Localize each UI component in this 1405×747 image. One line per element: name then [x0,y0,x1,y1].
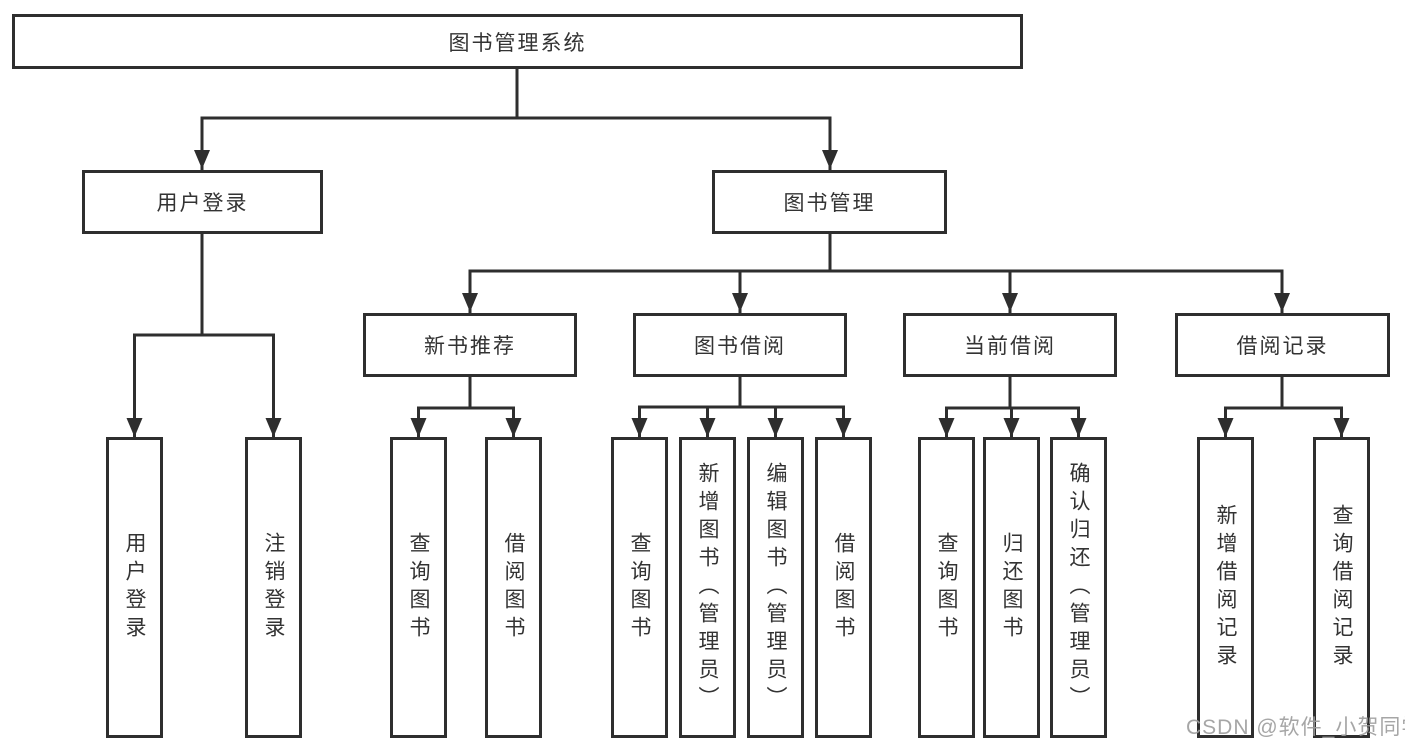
leaf-borrow-books-borrowing-label: 借阅图书 [832,531,855,644]
leaf-query-books-current-label: 查询图书 [935,531,958,644]
node-borrowing-records-label: 借阅记录 [1236,335,1329,358]
leaf-query-borrow-record: 查询借阅记录 [1313,437,1370,738]
leaf-add-borrow-record: 新增借阅记录 [1197,437,1254,738]
leaf-user-login: 用户登录 [106,437,163,738]
node-book-borrowing: 图书借阅 [633,313,847,377]
leaf-query-borrow-record-label: 查询借阅记录 [1330,503,1353,672]
node-user-login: 用户登录 [82,170,323,234]
node-user-login-label: 用户登录 [156,192,249,215]
leaf-borrow-books-recommend-label: 借阅图书 [502,531,525,644]
leaf-logout-label: 注销登录 [262,531,285,644]
leaf-borrow-books-borrowing: 借阅图书 [815,437,872,738]
leaf-user-login-label: 用户登录 [123,531,146,644]
node-new-book-recommendation: 新书推荐 [363,313,577,377]
leaf-logout: 注销登录 [245,437,302,738]
leaf-add-books-admin: 新增图书（管理员） [679,437,736,738]
leaf-confirm-return-admin: 确认归还（管理员） [1050,437,1107,738]
node-book-borrowing-label: 图书借阅 [694,335,786,358]
node-library-system: 图书管理系统 [12,14,1023,69]
watermark-text: CSDN @软件_小贺同学 [1186,716,1405,739]
node-current-borrowing-label: 当前借阅 [964,335,1056,358]
node-borrowing-records: 借阅记录 [1175,313,1390,377]
leaf-return-books: 归还图书 [983,437,1040,738]
leaf-edit-books-admin-label: 编辑图书（管理员） [764,461,787,714]
node-new-book-recommendation-label: 新书推荐 [424,335,516,358]
leaf-return-books-label: 归还图书 [1000,531,1023,644]
leaf-query-books-borrowing: 查询图书 [611,437,668,738]
node-book-management: 图书管理 [712,170,947,234]
node-book-management-label: 图书管理 [783,192,876,215]
leaf-query-books-recommend-label: 查询图书 [407,531,430,644]
node-current-borrowing: 当前借阅 [903,313,1117,377]
node-library-system-label: 图书管理系统 [448,31,587,55]
leaf-add-books-admin-label: 新增图书（管理员） [696,461,719,714]
leaf-edit-books-admin: 编辑图书（管理员） [747,437,804,738]
leaf-query-books-current: 查询图书 [918,437,975,738]
leaf-borrow-books-recommend: 借阅图书 [485,437,542,738]
leaf-confirm-return-admin-label: 确认归还（管理员） [1067,461,1090,714]
leaf-query-books-recommend: 查询图书 [390,437,447,738]
leaf-query-books-borrowing-label: 查询图书 [628,531,651,644]
leaf-add-borrow-record-label: 新增借阅记录 [1214,503,1237,672]
